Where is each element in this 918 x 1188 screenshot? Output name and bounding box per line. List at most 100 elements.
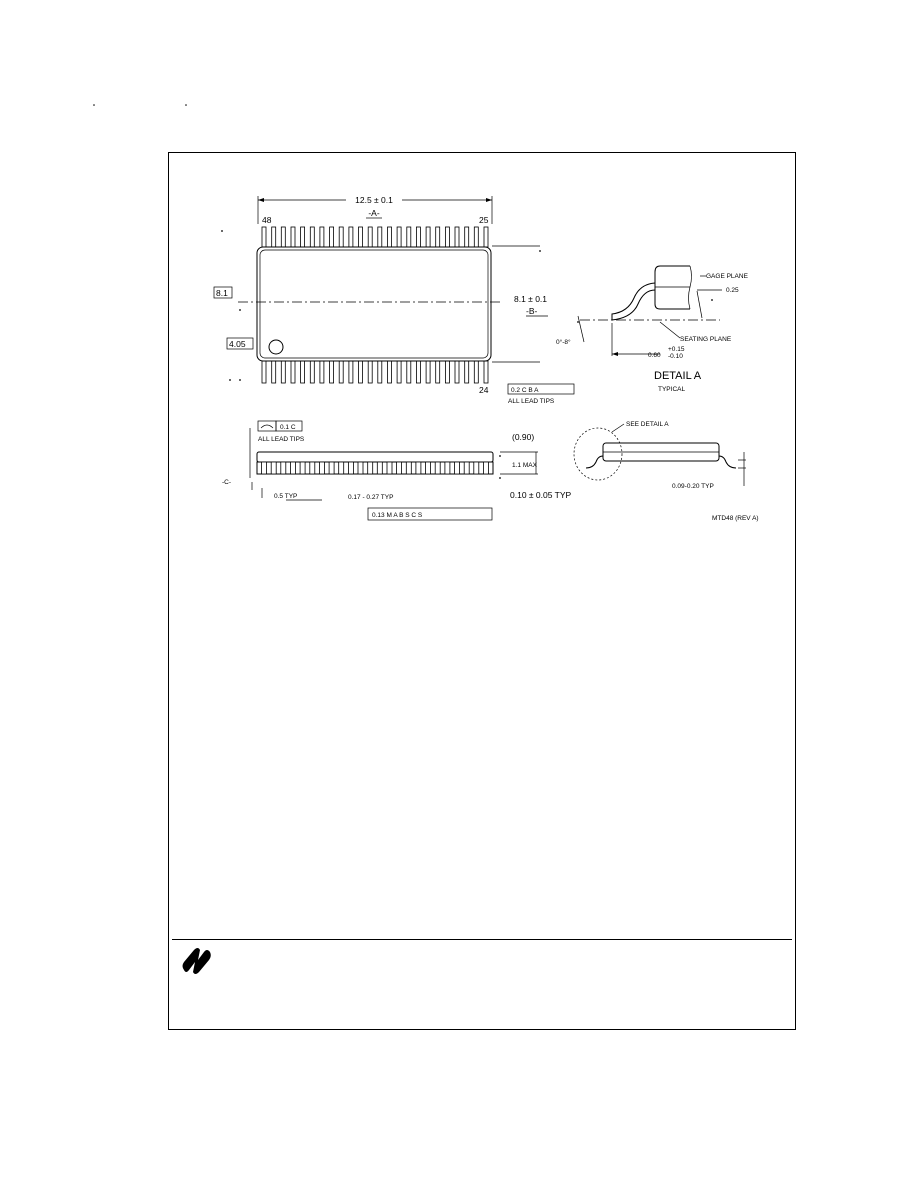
top-pin [454,226,460,248]
top-pin-row [261,226,489,248]
angle-label: 0°-8° [556,338,571,346]
bottom-pin [280,360,286,384]
bottom-pin [444,360,450,384]
side-lead [463,461,470,475]
side-lead [405,461,412,475]
coplanarity-label: 0.1 C [280,424,296,431]
top-pin [338,226,344,248]
bottom-pin [483,360,489,384]
bottom-pin [387,360,392,384]
pitch-label: 0.5 TYP [274,493,297,500]
detail-a-callout-circle [573,427,623,481]
foot-length-label: 0.60 [648,352,661,359]
side-lead [309,461,316,475]
top-pin [425,226,431,248]
top-pin [406,226,412,248]
side-lead [386,461,393,475]
top-pin [271,226,277,248]
top-pin [300,226,306,248]
side-lead [454,461,460,475]
bottom-pin [309,360,315,384]
bottom-pin [358,360,363,384]
top-pin [464,226,470,248]
top-pin [415,226,421,248]
bottom-pin [377,360,383,384]
top-pin [473,226,479,248]
span-width-label: 8.1 ± 0.1 [514,294,547,304]
top-pin [309,226,315,248]
top-pin [377,226,383,248]
max-height-label: 1.1 MAX [512,462,538,469]
top-pin [358,226,363,248]
side-lead [299,461,306,475]
side-lead [444,461,451,475]
bottom-pin [338,360,344,384]
top-pin [319,226,325,248]
datum-b-label: -B- [526,306,538,316]
bottom-pin [290,360,296,384]
side-body-top [256,451,494,463]
bottom-pin [271,360,277,384]
datum-a-label: -A- [368,208,380,218]
side-lead [415,461,422,475]
top-pin [290,226,296,248]
top-pin [329,226,335,248]
bottom-pin [300,360,306,384]
bottom-pin [454,360,460,384]
stray-mark [93,104,95,106]
top-pin [261,226,267,248]
detail-a-view: GAGE PLANE 0.25 SEATING PLANE 0°-8° 0.60… [556,265,749,393]
bottom-pin-row [261,360,489,384]
end-view: SEE DETAIL A 0.09-0.20 TYP MTD48 (REV A) [573,421,759,522]
bottom-pin [425,360,431,384]
drawing-id-label: MTD48 (REV A) [712,515,759,522]
bottom-pin [261,360,267,384]
lead-tolerance-label: 0.2 C B A [511,387,539,394]
bottom-pin [415,360,421,384]
see-detail-label: SEE DETAIL A [626,421,669,428]
side-lead [338,461,345,475]
bottom-pin [396,360,402,384]
side-lead [434,461,441,475]
stray-mark [185,104,187,106]
bottom-pin [329,360,335,384]
bottom-pin [367,360,373,384]
bottom-pin [473,360,479,384]
pin-25-label: 25 [479,215,489,225]
lead-tips-label: ALL LEAD TIPS [508,398,555,405]
lead-width-label: 0.17 - 0.27 TYP [348,494,393,501]
ref-height-label: (0.90) [512,432,534,442]
top-pin [435,226,441,248]
side-lead [425,461,432,475]
seating-plane-label: SEATING PLANE [680,336,732,343]
datum-c-label: -C- [222,479,231,486]
footer-divider [172,939,792,940]
pin-1-indicator [268,339,284,355]
top-pin [483,226,489,248]
top-pin [444,226,450,248]
national-semiconductor-logo [182,948,211,974]
side-lead [280,461,287,475]
side-lead [483,461,489,475]
side-lead-row [261,461,489,475]
bottom-pin [348,360,354,384]
bottom-pin [406,360,412,384]
detail-a-subtitle: TYPICAL [658,386,685,393]
bottom-pin [464,360,470,384]
drawing-frame [168,152,796,1030]
side-lead-tips-label: ALL LEAD TIPS [258,436,305,443]
top-pin [396,226,402,248]
bottom-pin [319,360,325,384]
side-view: 0.1 C ALL LEAD TIPS -C- 0.5 TYP 0.17 - 0… [222,420,572,521]
side-lead [376,461,383,475]
pin-24-label: 24 [479,385,489,395]
row-width-label: 8.1 [216,288,228,298]
lead-thickness-label: 0.09-0.20 TYP [672,483,714,490]
pin-48-label: 48 [262,215,272,225]
bottom-pin [435,360,441,384]
body-width-label: 4.05 [229,339,246,349]
position-tolerance-label: 0.13 M A B S C S [372,512,423,519]
standoff-label: 0.10 ± 0.05 TYP [510,490,572,500]
side-lead [367,461,374,475]
